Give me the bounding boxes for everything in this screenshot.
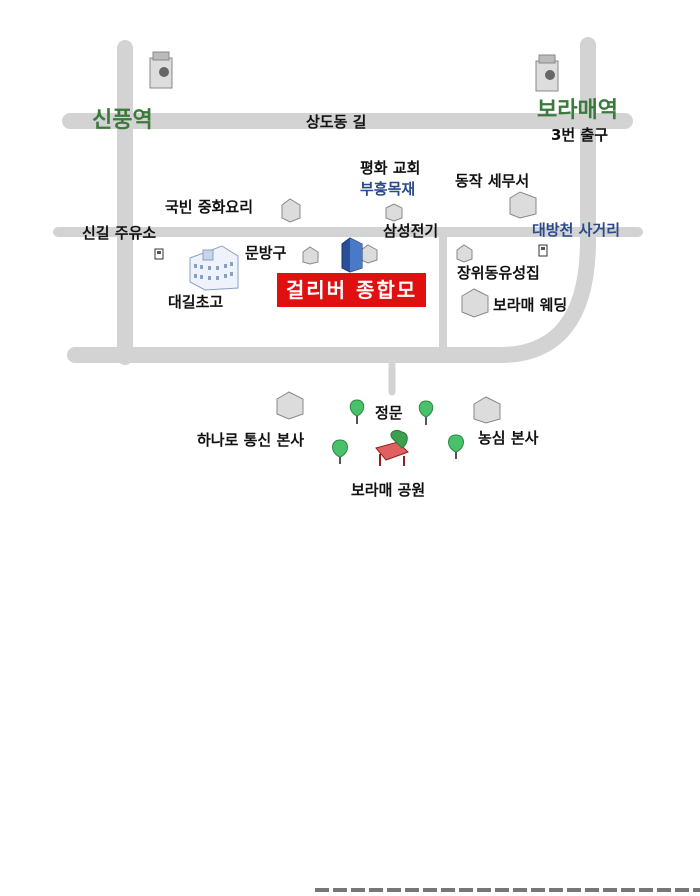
main-gate-label: 정문 [375, 404, 403, 422]
school-icon [189, 245, 239, 291]
pyeonghwa-church-label: 평화 교회 [360, 159, 421, 177]
tree-icon [448, 434, 464, 459]
dongjak-tax-label: 동작 세무서 [455, 172, 530, 190]
brand-label: 걸리버 종합모형 [277, 273, 426, 336]
tree-icon [418, 400, 434, 425]
subway-icon [535, 54, 559, 92]
building-icon [276, 191, 537, 424]
hanaro-label: 하나로 통신 본사 [197, 431, 305, 449]
tree-icon [332, 439, 348, 464]
boramae-wedding-label: 보라매 웨딩 [493, 296, 568, 314]
samsung-label: 삼성전기 [383, 222, 439, 240]
munbang-label: 문방구 [245, 244, 287, 262]
roads [53, 37, 643, 396]
boramae-park-label: 보라매 공원 [351, 481, 426, 499]
daegil-school-label: 대길초고 [168, 293, 224, 311]
road-bottom-curve [67, 232, 596, 363]
gas-pump-icon [154, 244, 548, 260]
tree-icon [349, 399, 365, 424]
bench-icon [375, 429, 409, 466]
gukbin-label: 국빈 중화요리 [165, 198, 254, 216]
sangdo-road-label: 상도동 길 [306, 113, 367, 131]
exit3-label: 3번 출구 [551, 126, 609, 144]
boramae-station-label: 보라매역 [537, 98, 618, 123]
singil-gas-label: 신길 주유소 [82, 224, 157, 242]
buheung-label: 부흥목재 [360, 180, 416, 198]
nongshim-label: 농심 본사 [478, 429, 539, 447]
office-tower-icon [341, 237, 363, 273]
subway-icon [149, 51, 173, 89]
sinpung-station-label: 신풍역 [92, 108, 153, 133]
daebang-label: 대방천 사거리 [532, 221, 621, 239]
bottom-decoration-bar [315, 888, 700, 892]
jangwi-label: 장위동유성집 [457, 264, 540, 282]
